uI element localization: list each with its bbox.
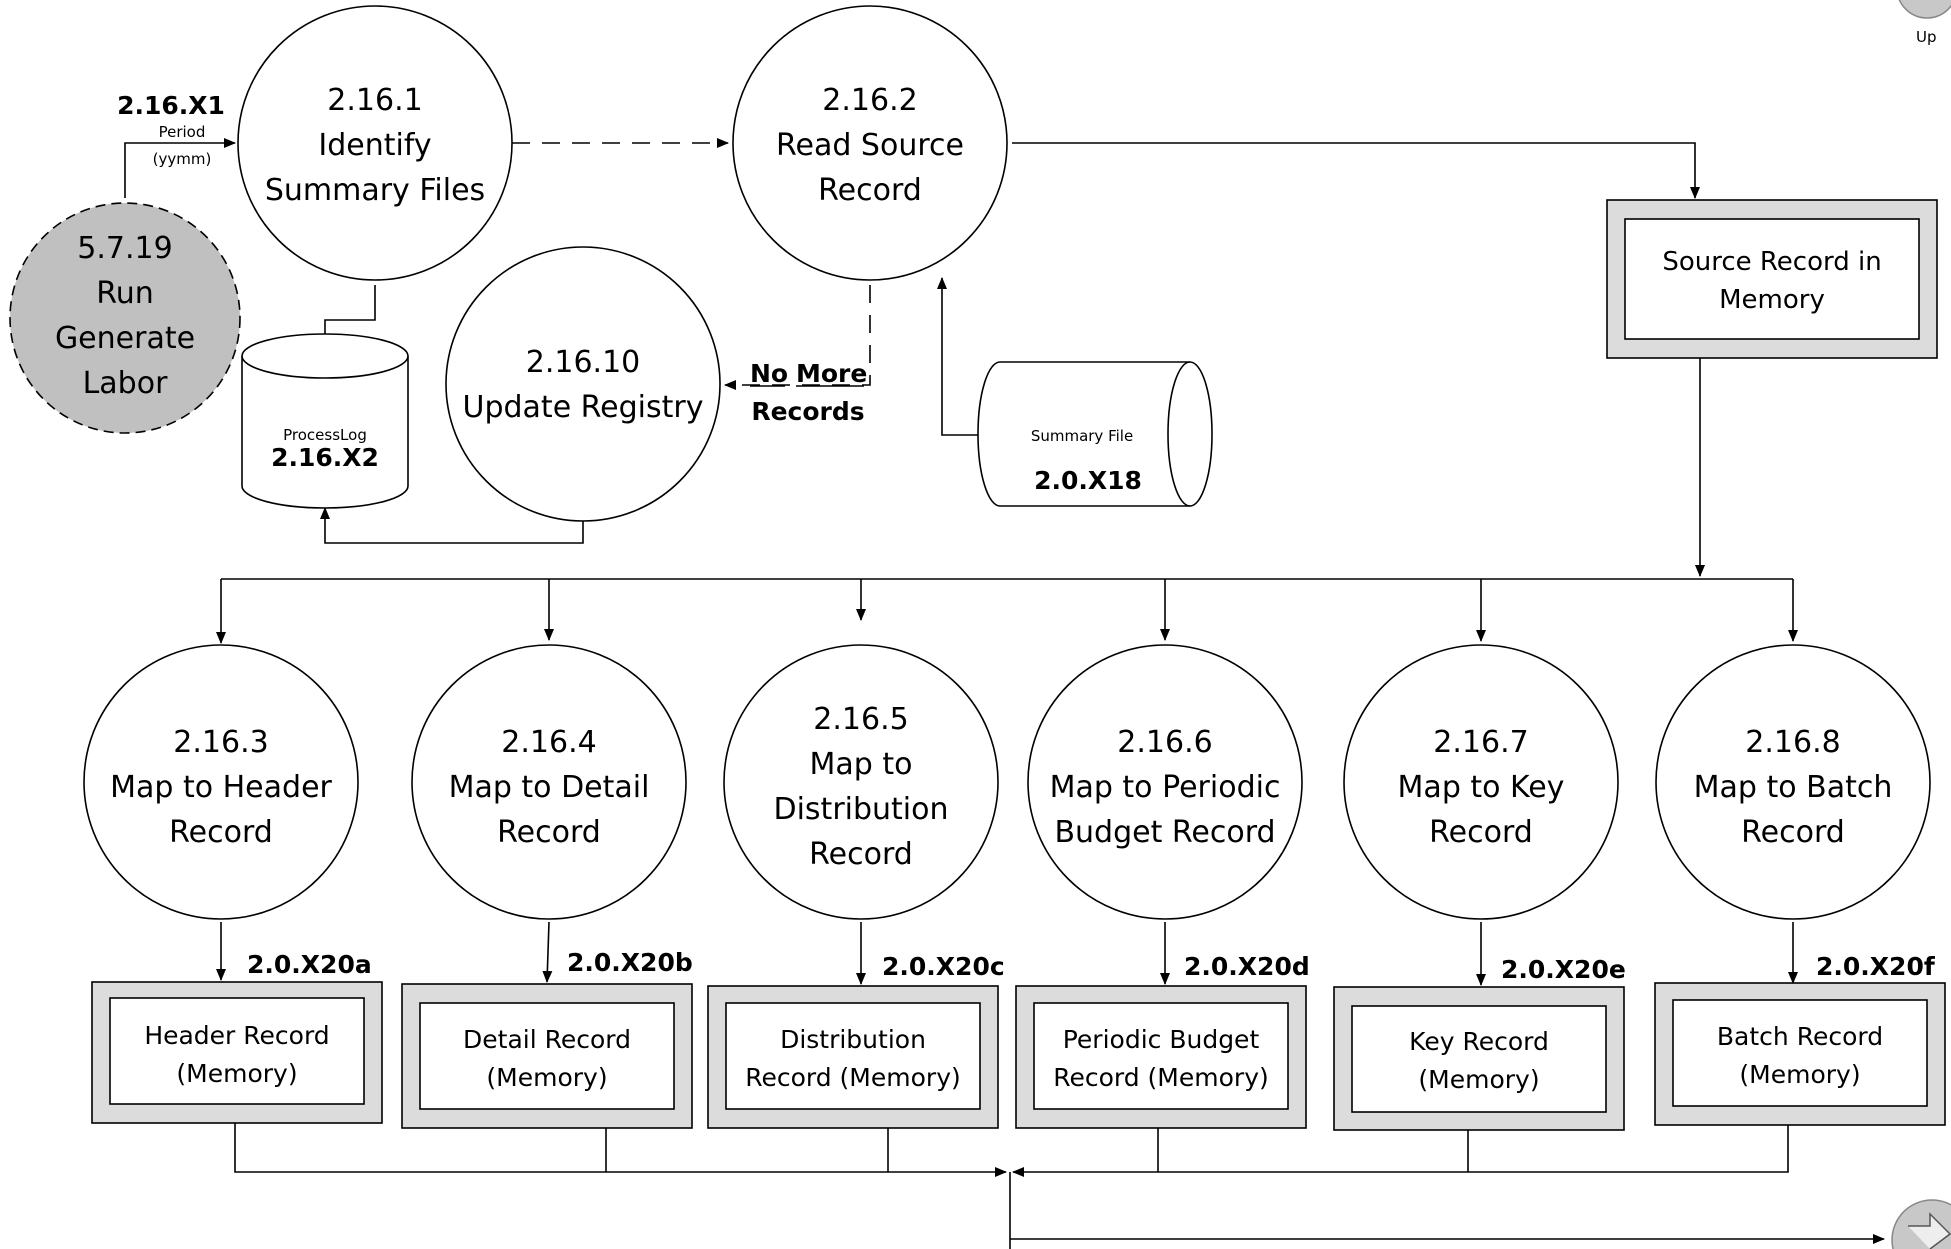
flow-label-header: 2.0.X20a [247,950,372,979]
right-arrow-icon [1908,1212,1951,1249]
process-id: 2.16.2 [822,83,917,118]
process-map-distribution: 2.16.5 Map to Distribution Record [723,644,999,920]
process-id: 2.16.1 [327,83,422,118]
process-label-1: Map to [810,747,913,782]
no-more-records-arrow [724,285,871,390]
identify-to-processlog-line [324,285,376,336]
period-flow-label-1: Period [159,123,206,141]
store-label-1: Detail Record [463,1025,631,1054]
store-batch-record: Batch Record (Memory) [1654,982,1946,1126]
store-label-1: Distribution [780,1025,926,1054]
process-map-batch: 2.16.8 Map to Batch Record [1655,644,1931,920]
flow-label-distribution: 2.0.X20c [882,952,1005,981]
store-label-1: Batch Record [1717,1022,1883,1051]
process-label-2: Record [818,173,922,208]
period-flow-label: 2.16.X1 Period (yymm) [117,91,225,168]
flow-label-batch: 2.0.X20f [1816,952,1936,981]
process-label-1: Map to Periodic [1050,770,1281,805]
source-memory-label-2: Memory [1719,285,1825,315]
store-label-2: (Memory) [486,1063,607,1092]
summary-file-id: 2.0.X18 [1034,466,1142,495]
store-label-1: Key Record [1409,1027,1549,1056]
external-label-1: Run [96,276,154,311]
process-identify-summary-files: 2.16.1 Identify Summary Files [237,5,513,281]
store-distribution-record: Distribution Record (Memory) [707,985,999,1129]
process-update-registry: 2.16.10 Update Registry [445,246,721,522]
process-label-2: Budget Record [1054,815,1275,850]
no-more-line-2: Records [751,397,864,426]
process-label-2: Record [1741,815,1845,850]
store-label-2: (Memory) [1739,1060,1860,1089]
process-id: 2.16.3 [173,725,268,760]
store-label-2: Record (Memory) [1053,1063,1269,1092]
external-label-3: Labor [83,366,168,401]
process-label-2: Record [1429,815,1533,850]
flow-label-periodic: 2.0.X20d [1184,952,1310,981]
no-more-records-label: No More Records [750,359,867,426]
process-map-header: 2.16.3 Map to Header Record [83,644,359,920]
process-label-2: Record [169,815,273,850]
process-map-key: 2.16.7 Map to Key Record [1343,644,1619,920]
process-label-1: Read Source [776,128,964,163]
processlog-datastore: ProcessLog 2.16.X2 [241,333,409,509]
period-flow-label-2: (yymm) [153,150,212,168]
collector-bus-right [1012,1122,1789,1177]
store-periodic-budget-record: Periodic Budget Record (Memory) [1015,985,1307,1129]
store-key-record: Key Record (Memory) [1333,986,1625,1131]
process-label-1: Map to Batch [1694,770,1893,805]
summary-file-label: Summary File [1031,427,1133,445]
up-arrow-icon[interactable] [1897,0,1951,19]
period-flow-id: 2.16.X1 [117,91,225,120]
source-memory-label-1: Source Record in [1662,247,1881,277]
collector-bus-left [234,1122,1007,1177]
update-to-processlog-arrow [320,507,584,544]
detail-to-store-arrow [542,921,553,983]
store-label-1: Periodic Budget [1063,1025,1260,1054]
process-label-2: Summary Files [265,173,485,208]
store-detail-record: Detail Record (Memory) [401,983,693,1129]
store-label-2: (Memory) [176,1059,297,1088]
next-page-button[interactable] [1891,1199,1951,1249]
process-label-1: Map to Detail [449,770,650,805]
summary-file-to-read-arrow [937,277,985,436]
up-nav-button[interactable]: Up [1897,0,1951,46]
process-id: 2.16.10 [526,345,641,380]
processlog-label: ProcessLog [283,426,367,444]
process-label-3: Record [809,837,913,872]
period-flow-arrow [124,138,236,198]
store-label-2: (Memory) [1418,1065,1539,1094]
read-to-memory-arrow [1012,142,1700,199]
process-read-source-record: 2.16.2 Read Source Record [732,5,1008,281]
up-label: Up [1916,28,1937,46]
process-id: 2.16.6 [1117,725,1212,760]
summary-file-datastore: Summary File 2.0.X18 [977,361,1213,507]
process-id: 2.16.8 [1745,725,1840,760]
process-id: 2.16.7 [1433,725,1528,760]
process-label-1: Update Registry [463,390,704,425]
next-page-circle[interactable] [1891,1199,1951,1249]
store-label-2: Record (Memory) [745,1063,961,1092]
external-entity-run-generate-labor: 5.7.19 Run Generate Labor [9,202,241,434]
no-more-word-2: More [796,359,867,388]
process-label-2: Distribution [773,792,948,827]
flow-label-detail: 2.0.X20b [567,948,693,977]
flow-label-key: 2.0.X20e [1501,955,1626,984]
process-label-1: Map to Header [110,770,332,805]
process-id: 2.16.4 [501,725,596,760]
process-id: 2.16.5 [813,702,908,737]
process-map-detail: 2.16.4 Map to Detail Record [411,644,687,920]
process-label-1: Identify [318,128,431,163]
process-label-1: Map to Key [1398,770,1565,805]
external-id: 5.7.19 [77,231,172,266]
no-more-word-1: No [750,359,788,388]
store-label-1: Header Record [144,1021,329,1050]
store-header-record: Header Record (Memory) [91,981,383,1124]
process-label-2: Record [497,815,601,850]
process-map-periodic-budget: 2.16.6 Map to Periodic Budget Record [1027,644,1303,920]
source-record-memory-store: Source Record in Memory [1606,199,1938,359]
external-label-2: Generate [55,321,195,356]
processlog-id: 2.16.X2 [271,443,379,472]
